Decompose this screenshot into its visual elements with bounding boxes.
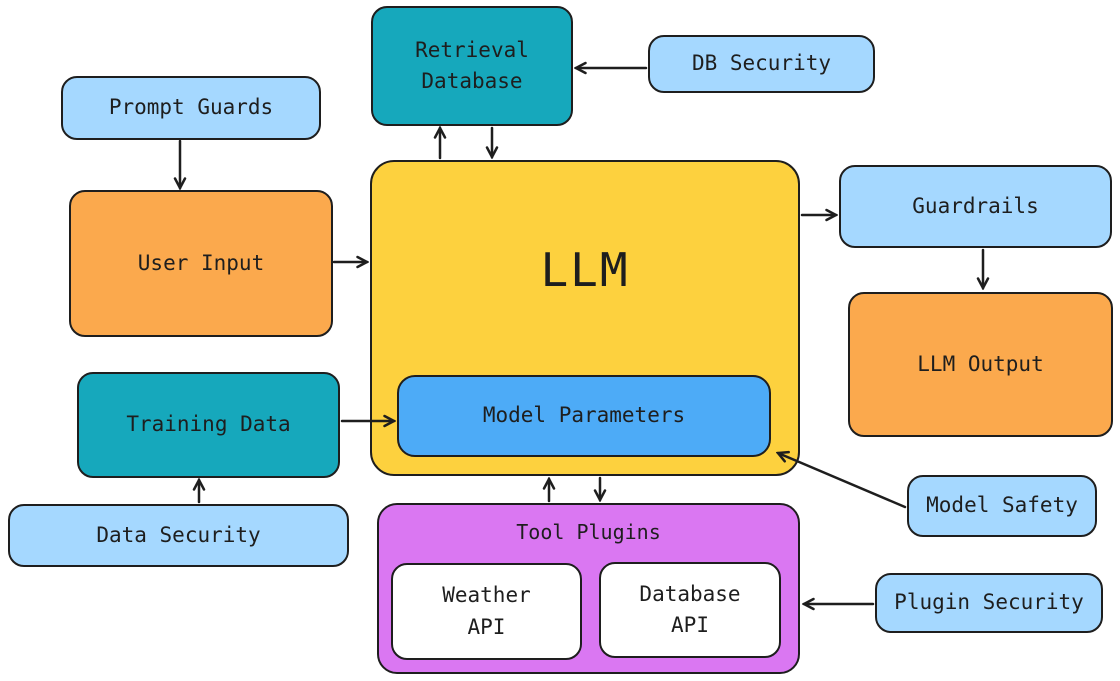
node-model-safety: Model Safety — [907, 475, 1097, 537]
node-training-data-label: Training Data — [126, 412, 291, 437]
node-retrieval-database-line2: Database — [421, 69, 523, 93]
node-weather-api: Weather API — [391, 563, 582, 660]
node-model-safety-label: Model Safety — [926, 493, 1078, 518]
node-retrieval-database-label: Retrieval Database — [415, 35, 529, 98]
node-user-input-label: User Input — [137, 250, 265, 275]
node-database-api-line1: Database — [639, 581, 741, 606]
node-database-api-line2: API — [671, 613, 709, 637]
node-user-input: User Input — [69, 190, 333, 337]
node-prompt-guards-label: Prompt Guards — [108, 95, 274, 120]
node-llm-label-area: LLM — [372, 162, 798, 378]
node-llm: LLM Model Parameters — [370, 160, 800, 476]
node-prompt-guards: Prompt Guards — [61, 76, 321, 140]
node-guardrails-label: Guardrails — [912, 193, 1039, 218]
node-retrieval-database: Retrieval Database — [371, 6, 573, 126]
node-model-parameters: Model Parameters — [397, 375, 771, 457]
node-retrieval-database-line1: Retrieval — [415, 37, 529, 62]
node-data-security: Data Security — [8, 504, 349, 567]
node-weather-api-label: Weather API — [442, 580, 531, 643]
node-tool-plugins: Tool Plugins Weather API Database API — [377, 503, 800, 674]
node-guardrails: Guardrails — [839, 165, 1112, 248]
node-weather-api-line2: API — [467, 614, 506, 639]
node-llm-output-label: LLM Output — [917, 351, 1044, 376]
node-db-security-label: DB Security — [691, 51, 832, 76]
node-llm-output: LLM Output — [848, 292, 1113, 437]
node-tool-plugins-label: Tool Plugins — [516, 520, 661, 544]
node-training-data: Training Data — [77, 372, 340, 478]
node-db-security: DB Security — [648, 35, 875, 93]
node-plugin-security-label: Plugin Security — [894, 590, 1084, 615]
node-llm-label: LLM — [540, 242, 630, 297]
node-model-parameters-label: Model Parameters — [482, 403, 686, 428]
node-data-security-label: Data Security — [96, 522, 261, 547]
node-plugin-security: Plugin Security — [875, 573, 1103, 633]
node-database-api-label: Database API — [639, 579, 740, 642]
node-weather-api-line1: Weather — [442, 583, 531, 607]
node-database-api: Database API — [599, 562, 781, 658]
